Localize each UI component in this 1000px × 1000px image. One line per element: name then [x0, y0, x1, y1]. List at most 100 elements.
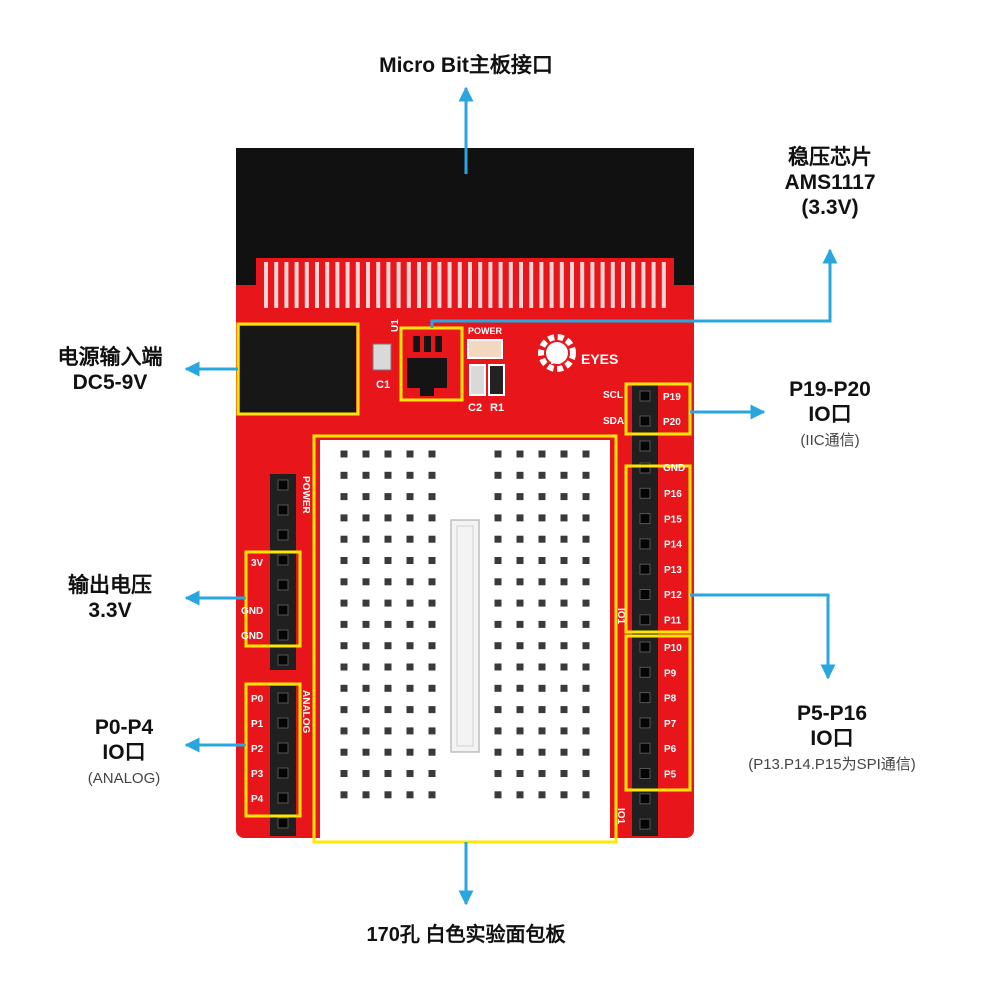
breadboard-hole: [340, 663, 348, 671]
connector-finger: [498, 262, 503, 308]
breadboard-hole: [362, 620, 370, 628]
breadboard-hole: [362, 450, 370, 458]
breadboard-hole: [406, 791, 414, 799]
pin-label-p10: P10: [664, 643, 682, 654]
callout-regulator-line3: (3.3V): [801, 195, 859, 219]
breadboard-channel-inner: [456, 525, 474, 747]
analog-header: [270, 686, 296, 836]
breadboard-hole: [494, 557, 502, 564]
breadboard-hole: [340, 642, 348, 650]
connector-finger: [651, 262, 656, 308]
breadboard-hole: [406, 557, 414, 564]
breadboard-hole: [384, 706, 392, 714]
breadboard-hole: [538, 791, 546, 799]
breadboard-hole: [560, 684, 568, 692]
breadboard-hole: [340, 620, 348, 628]
breadboard-hole: [406, 514, 414, 522]
regulator-tab: [413, 336, 420, 352]
breadboard-hole: [582, 663, 590, 671]
breadboard-hole: [362, 642, 370, 650]
callout-p5-sub: (P13.P14.P15为SPI通信): [748, 755, 916, 773]
breadboard-hole: [560, 620, 568, 628]
breadboard-hole: [494, 599, 502, 607]
breadboard-hole: [516, 684, 524, 692]
breadboard-hole: [406, 770, 414, 777]
callout-p0-sub: (ANALOG): [87, 769, 161, 787]
breadboard-hole: [428, 663, 436, 671]
breadboard-hole: [362, 471, 370, 479]
pin-label-gnd: GND: [241, 606, 263, 617]
breadboard-hole: [428, 557, 436, 564]
breadboard-hole: [560, 578, 568, 586]
header-socket: [639, 768, 651, 779]
breadboard-hole: [560, 642, 568, 650]
pin-label-p12: P12: [664, 590, 682, 601]
breadboard-hole: [340, 535, 348, 543]
breadboard-hole: [516, 620, 524, 628]
label-power-led: POWER: [468, 326, 503, 336]
breadboard-hole: [428, 770, 436, 777]
label-analog-header: ANALOG: [300, 690, 311, 734]
breadboard-hole: [428, 727, 436, 735]
breadboard-hole: [428, 642, 436, 650]
connector-finger: [559, 262, 564, 308]
breadboard-hole: [340, 770, 348, 777]
connector-finger: [274, 262, 279, 308]
breadboard-hole: [340, 684, 348, 692]
header-socket: [639, 563, 651, 575]
breadboard-hole: [340, 450, 348, 458]
breadboard-hole: [340, 493, 348, 501]
callout-power-input: 电源输入端 DC5-9V: [46, 346, 174, 396]
breadboard-hole: [582, 599, 590, 607]
header-socket: [277, 529, 289, 541]
capacitor-c2: [469, 364, 486, 396]
breadboard-hole: [428, 535, 436, 543]
callout-p5-line2: IO口: [810, 726, 854, 750]
pin-label-p14: P14: [664, 540, 682, 551]
breadboard-hole: [406, 450, 414, 458]
breadboard-hole: [384, 450, 392, 458]
breadboard-channel: [450, 519, 480, 753]
breadboard-hole: [362, 535, 370, 543]
breadboard-hole: [582, 535, 590, 543]
breadboard-hole: [538, 727, 546, 735]
breadboard-hole: [406, 727, 414, 735]
breadboard-hole: [538, 684, 546, 692]
connector-finger: [355, 262, 360, 308]
breadboard-hole: [560, 770, 568, 777]
breadboard-hole: [340, 514, 348, 522]
label-c2: C2: [468, 402, 482, 414]
breadboard-hole: [406, 748, 414, 756]
breadboard-hole: [428, 748, 436, 756]
header-socket: [277, 717, 289, 729]
header-socket: [639, 440, 651, 452]
connector-finger: [345, 262, 350, 308]
connector-finger: [457, 262, 462, 308]
breadboard-hole: [560, 493, 568, 501]
breadboard-hole: [362, 557, 370, 564]
breadboard-hole: [406, 663, 414, 671]
connector-finger: [315, 262, 319, 308]
resistor-r1: [488, 364, 505, 396]
header-socket: [639, 818, 651, 830]
breadboard-hole: [516, 748, 524, 756]
breadboard-hole: [362, 663, 370, 671]
connector-finger: [396, 262, 401, 308]
label-sda: SDA: [603, 416, 624, 427]
breadboard-hole: [582, 514, 590, 522]
connector-finger: [335, 262, 340, 308]
breadboard-hole: [560, 727, 568, 735]
header-socket: [277, 792, 289, 804]
callout-regulator: 稳压芯片 AMS1117 (3.3V): [744, 146, 916, 220]
pin-label-gnd: GND: [663, 463, 685, 474]
iic-highlight: [624, 382, 692, 436]
breadboard-hole: [582, 620, 590, 628]
header-socket: [639, 692, 651, 704]
label-c1: C1: [376, 379, 390, 391]
pin-label-p3: P3: [251, 769, 264, 780]
callout-output-voltage: 输出电压 3.3V: [54, 574, 166, 624]
breadboard-hole: [428, 578, 436, 586]
label-io-mid: IO1: [615, 608, 626, 625]
connector-finger: [437, 262, 442, 308]
